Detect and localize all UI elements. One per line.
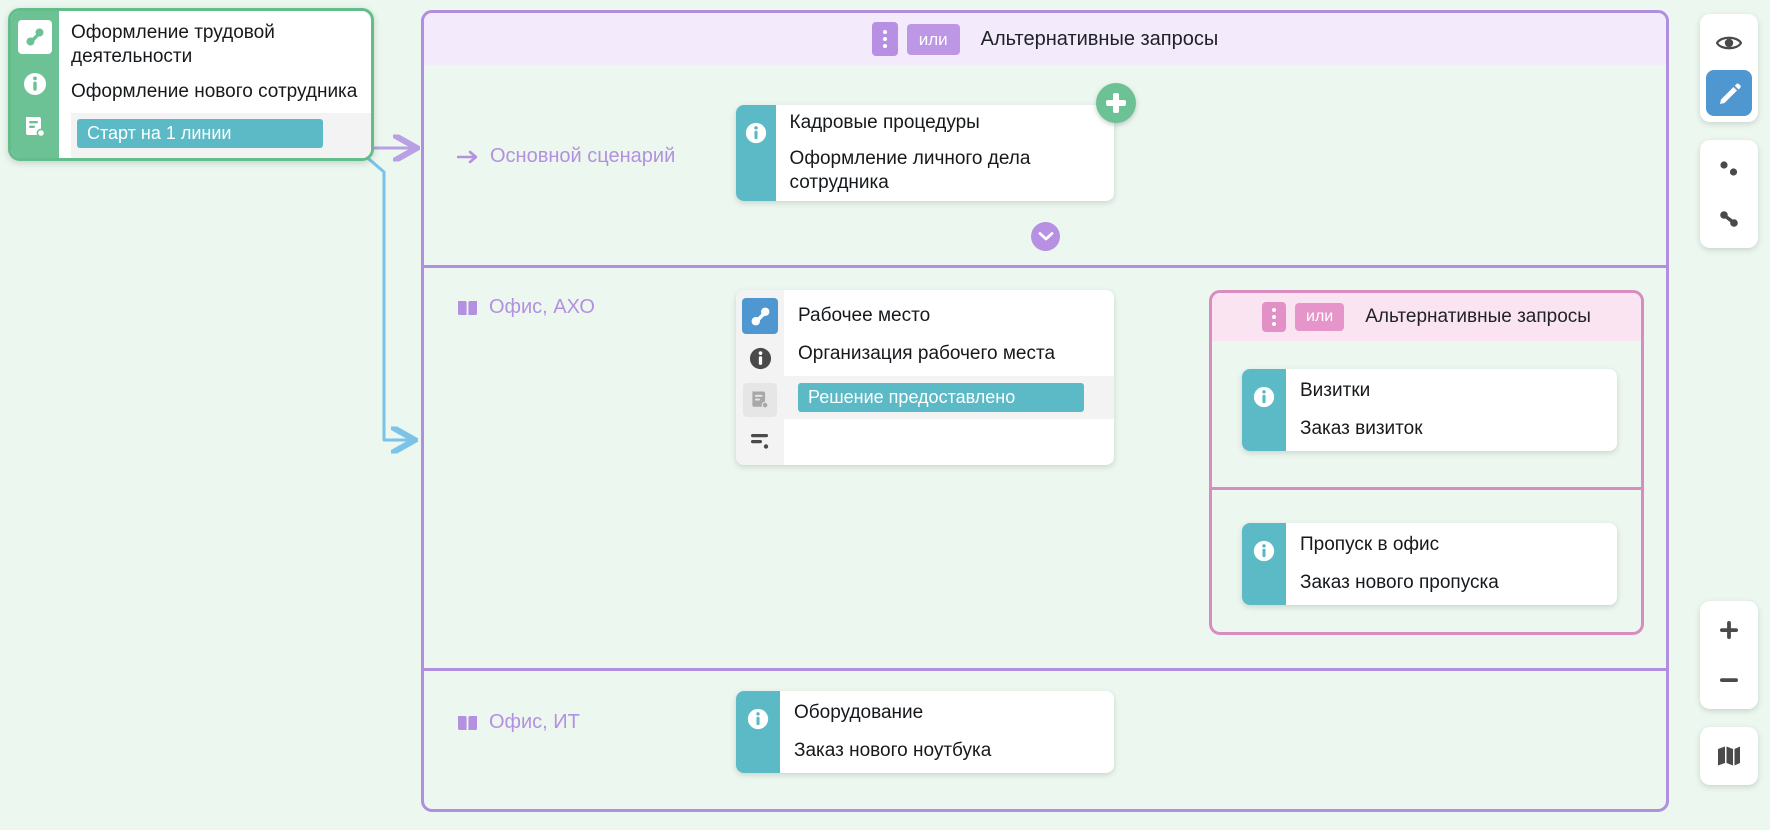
node-rail [736,105,776,201]
document-icon[interactable] [22,114,48,140]
info-icon[interactable] [22,71,48,97]
toolbar-group-view [1700,14,1758,122]
node-title: Кадровые процедуры [789,112,980,134]
nodes-layout-button[interactable] [1706,146,1752,192]
add-node-button[interactable] [1096,83,1136,123]
link-icon[interactable] [742,298,778,334]
subgroup-title: Альтернативные запросы [1365,306,1591,327]
node-subtitle: Организация рабочего места [798,342,1056,364]
toolbar-top [1700,14,1758,248]
or-button[interactable]: или [906,23,960,55]
node-rail [1242,523,1286,605]
pencil-icon [1717,81,1742,106]
node-propusk-v-ofis[interactable]: Пропуск в офис Заказ нового пропуска [1242,523,1617,605]
node-body: Оборудование Заказ нового ноутбука [780,691,1114,773]
node-subtitle: Оформление личного дела сотрудника [789,148,1031,193]
lane-main-scenario: Основной сценарий Кадровые процедуры Офо… [424,65,1666,265]
info-icon[interactable] [748,346,773,371]
eye-icon [1716,33,1742,53]
start-node-body: Оформление трудовой деятельности Оформле… [59,11,371,158]
node-title: Оборудование [794,702,924,724]
toolbar-bottom [1700,601,1758,785]
node-title: Рабочее место [798,305,931,326]
lane-label-office-aho: Офис, АХО [457,296,595,319]
node-title: Пропуск в офис [1300,534,1440,556]
node-vizitki[interactable]: Визитки Заказ визиток [1242,369,1617,451]
node-subtitle: Заказ нового ноутбука [794,740,992,761]
toolbar-group-minimap [1700,727,1758,785]
node-status-badge[interactable]: Решение предоставлено [798,382,1084,412]
vertical-dots-icon[interactable] [871,22,898,56]
or-button[interactable]: или [1295,303,1345,331]
start-node-status-badge[interactable]: Старт на 1 линии [77,118,323,148]
plus-icon [1716,617,1742,643]
lane-label-office-it: Офис, ИТ [457,711,580,734]
subgroup-header: или Альтернативные запросы [1212,293,1641,341]
link-icon[interactable] [18,20,52,54]
book-icon [457,714,478,732]
node-subtitle: Заказ визиток [1300,418,1423,439]
link-layout-button[interactable] [1706,196,1752,242]
subgroup-row-vizitki: Визитки Заказ визиток [1212,341,1641,487]
edit-mode-button[interactable] [1706,70,1752,116]
info-icon [1252,539,1276,563]
info-icon [746,707,770,731]
start-node-icon-rail [11,11,59,158]
lane-label-text: Офис, ИТ [489,711,580,733]
document-icon[interactable] [743,383,777,417]
node-rail [1242,369,1286,451]
alternative-requests-group[interactable]: или Альтернативные запросы Основной сцен… [421,10,1669,812]
chevron-down-icon [1038,231,1054,242]
node-rabochee-mesto[interactable]: Рабочее место Организация рабочего места… [736,290,1114,465]
start-node[interactable]: Оформление трудовой деятельности Оформле… [8,8,374,161]
zoom-in-button[interactable] [1706,607,1752,653]
lane-office-it: Офис, ИТ Оборудование Заказ нового ноутб… [424,668,1666,809]
node-body: Пропуск в офис Заказ нового пропуска [1286,523,1617,605]
list-icon[interactable] [748,429,772,451]
node-oborudovanie[interactable]: Оборудование Заказ нового ноутбука [736,691,1114,773]
link-icon [1716,206,1742,232]
start-node-status-row: Старт на 1 линии [71,112,371,158]
node-title: Визитки [1300,380,1371,402]
minimap-button[interactable] [1706,733,1752,779]
lane-label-text: Офис, АХО [489,296,595,318]
lane-office-aho: Офис, АХО [424,265,1666,668]
node-subtitle: Заказ нового пропуска [1300,572,1499,593]
map-icon [1716,745,1742,767]
start-node-title: Оформление трудовой деятельности [71,22,275,68]
node-kadrovye-procedury[interactable]: Кадровые процедуры Оформление личного де… [736,105,1114,201]
alternative-requests-subgroup[interactable]: или Альтернативные запросы [1209,290,1644,635]
lane-collapse-badge[interactable] [1031,222,1060,251]
lane-label-text: Основной сценарий [490,145,676,167]
node-rail [736,691,780,773]
group-title: Альтернативные запросы [980,27,1219,50]
toolbar-group-layout [1700,140,1758,248]
subgroup-row-propusk: Пропуск в офис Заказ нового пропуска [1212,487,1641,632]
node-body: Рабочее место Организация рабочего места… [784,290,1114,465]
toolbar-group-zoom [1700,601,1758,709]
connector-start-to-office [355,146,412,440]
info-icon [1252,385,1276,409]
arrow-right-icon [457,148,479,166]
node-status-row: Решение предоставлено [784,375,1114,419]
vertical-dots-icon[interactable] [1262,302,1287,332]
start-node-subtitle: Оформление нового сотрудника [71,80,358,102]
node-icon-rail [736,290,784,465]
info-icon [744,121,768,145]
book-icon [457,299,478,317]
lane-label-main-scenario: Основной сценарий [457,145,675,168]
alternative-requests-header: или Альтернативные запросы [424,13,1666,65]
zoom-out-button[interactable] [1706,657,1752,703]
view-mode-button[interactable] [1706,20,1752,66]
minus-icon [1716,667,1742,693]
node-body: Кадровые процедуры Оформление личного де… [776,105,1114,201]
node-body: Визитки Заказ визиток [1286,369,1617,451]
nodes-icon [1716,156,1742,182]
